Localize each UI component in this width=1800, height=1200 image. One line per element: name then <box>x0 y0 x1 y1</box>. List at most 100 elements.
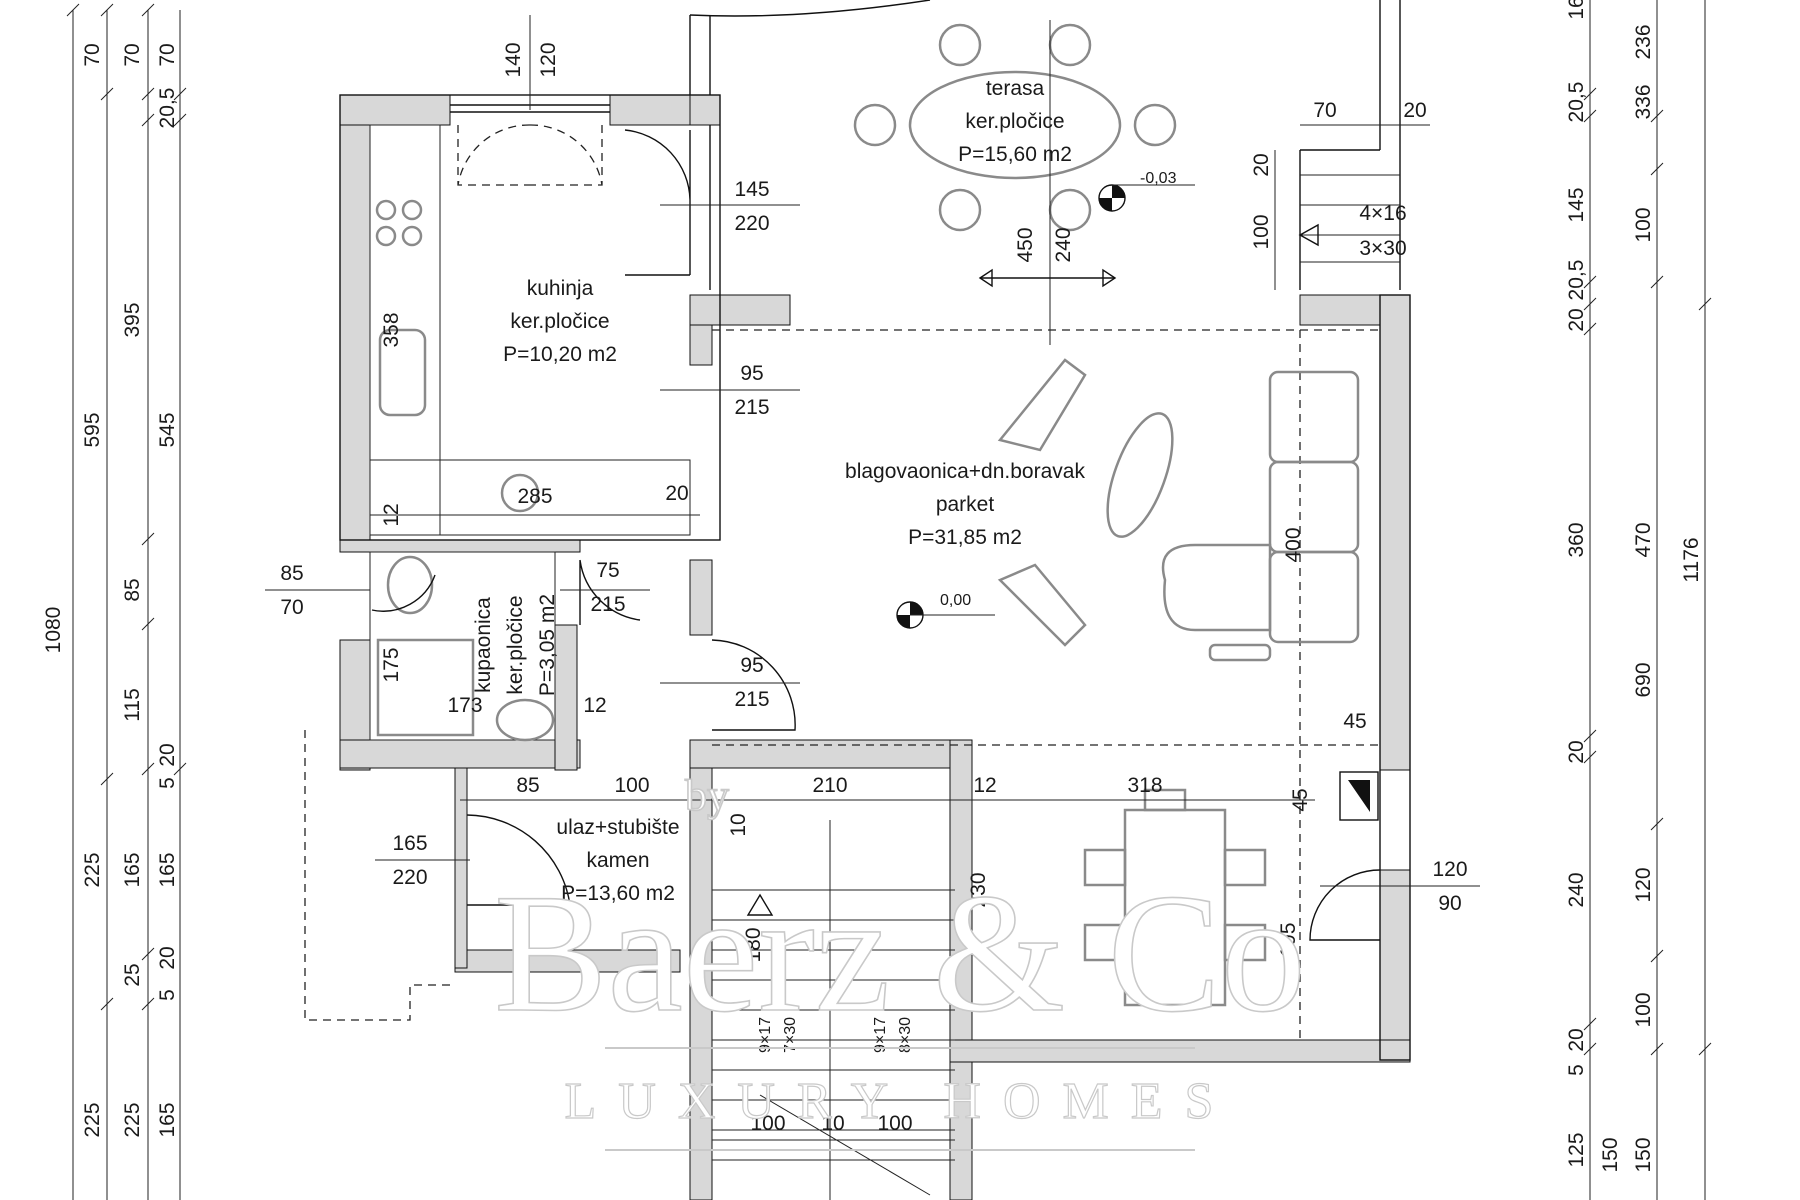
kitchen-floor: ker.pločice <box>510 310 609 333</box>
dim-label: 100 <box>614 774 649 797</box>
dim-label: 140 <box>502 42 525 77</box>
left-dimension-lines <box>66 3 187 1200</box>
bathroom-floor: ker.pločice <box>504 595 527 694</box>
dim-label: 195 <box>1277 922 1300 957</box>
dim-label: 173 <box>447 694 482 717</box>
dim-label: 145 <box>1565 187 1588 222</box>
dim-label: 150 <box>1599 1137 1622 1172</box>
living-dining: blagovaonica+dn.boravak parket P=31,85 m… <box>660 329 1480 1040</box>
dim-label: 450 <box>1014 227 1037 262</box>
dim-label: 145 <box>734 178 769 201</box>
stairs-left-count: 9×17 <box>757 1017 774 1053</box>
dim-label: 210 <box>812 774 847 797</box>
entry-area: P=13,60 m2 <box>561 882 675 905</box>
dim-label: 20 <box>1565 740 1588 763</box>
left-dimension-labels: 70 70 70 20,5 395 595 545 1080 85 115 20… <box>42 43 179 1137</box>
dim-label: 20,5 <box>1565 260 1588 301</box>
bathroom-name: kupaonica <box>472 597 495 693</box>
dim-label: 5 <box>156 777 179 789</box>
living-level: 0,00 <box>940 592 971 609</box>
dim-label: 400 <box>1282 527 1305 562</box>
dim-label: 25 <box>121 963 144 986</box>
kitchen-area: P=10,20 m2 <box>503 343 617 366</box>
watermark-main: Baerz & Co <box>494 859 1306 1047</box>
dim-label: 70 <box>121 43 144 66</box>
dim-label: 225 <box>121 1102 144 1137</box>
dim-label: 395 <box>121 302 144 337</box>
dim-label: 95 <box>740 654 763 677</box>
right-dimension-lines <box>1583 0 1712 1200</box>
bathroom-area: P=3,05 m2 <box>536 594 559 696</box>
dim-label: 70 <box>280 596 303 619</box>
dim-label: 360 <box>1565 522 1588 557</box>
dim-label: 120 <box>1632 867 1655 902</box>
terrace-stairs-run: 3×30 <box>1359 237 1406 260</box>
dim-label: 20 <box>1565 308 1588 331</box>
dim-label: 115 <box>121 688 144 721</box>
stairs-right-run: 8×30 <box>897 1017 914 1053</box>
living-area: P=31,85 m2 <box>908 526 1022 549</box>
living-floor: parket <box>936 493 995 516</box>
dim-label: 100 <box>750 1112 785 1135</box>
stairs-left-run: 7×30 <box>782 1017 799 1053</box>
kitchen: 140 120 145 220 kuhinja ker.pločice P=10… <box>369 15 800 536</box>
dim-label: 1080 <box>42 607 65 654</box>
dim-label: 240 <box>1052 227 1075 262</box>
dim-label: 100 <box>1250 214 1273 249</box>
walls <box>339 94 1411 1200</box>
terrace-area: P=15,60 m2 <box>958 143 1072 166</box>
dim-label: 20,5 <box>156 88 179 129</box>
dim-label: 318 <box>1127 774 1162 797</box>
dim-label: 220 <box>734 212 769 235</box>
dim-label: 240 <box>1565 872 1588 907</box>
terrace: terasa ker.pločice P=15,60 m2 -0,03 70 2… <box>689 0 1430 345</box>
dim-label: 1176 <box>1680 537 1703 582</box>
dim-label: 595 <box>81 412 104 447</box>
dim-label: 70 <box>81 43 104 66</box>
dim-label: 16 <box>1565 0 1588 20</box>
dim-label: 165 <box>121 852 144 887</box>
dim-label: 165 <box>156 1102 179 1137</box>
dim-label: 75 <box>596 559 619 582</box>
dim-label: 5 <box>1565 1064 1588 1076</box>
dim-label: 10 <box>821 1112 844 1135</box>
dim-label: 70 <box>1313 99 1336 122</box>
dim-label: 20 <box>665 482 688 505</box>
terrace-level: -0,03 <box>1140 170 1177 187</box>
dim-label: 20 <box>1403 99 1426 122</box>
dim-label: 70 <box>156 43 179 66</box>
dim-label: 12 <box>583 694 606 717</box>
stairs-right-count: 9×17 <box>872 1017 889 1053</box>
dim-label: 545 <box>156 412 179 447</box>
dim-label: 5 <box>156 989 179 1001</box>
dim-label: 285 <box>517 485 552 508</box>
dim-label: 95 <box>740 362 763 385</box>
dim-label: 45 <box>1343 710 1366 733</box>
dim-label: 20,5 <box>1565 82 1588 123</box>
dim-label: 85 <box>121 578 144 601</box>
dim-label: 120 <box>537 42 560 77</box>
dim-label: 85 <box>516 774 539 797</box>
dim-label: 225 <box>81 852 104 887</box>
dim-label: 358 <box>380 312 403 347</box>
dim-label: 100 <box>1632 992 1655 1027</box>
terrace-floor: ker.pločice <box>965 110 1064 133</box>
dim-label: 470 <box>1632 522 1655 557</box>
entry-stairs: ulaz+stubište kamen P=13,60 m2 165 220 8… <box>304 730 975 1200</box>
right-dimension-labels: 16 236 20,5 336 145 100 20,5 20 360 470 … <box>1565 0 1703 1173</box>
terrace-stairs-label: 4×16 <box>1359 202 1406 225</box>
dim-label: 120 <box>1432 858 1467 881</box>
dim-label: 215 <box>734 688 769 711</box>
dim-label: 20 <box>1565 1028 1588 1051</box>
dim-label: 690 <box>1632 662 1655 697</box>
bathroom: 85 70 75 215 kupaonica ker.pločice P=3,0… <box>265 551 650 742</box>
dim-label: 20 <box>156 743 179 766</box>
dim-label: 150 <box>1632 1137 1655 1172</box>
watermark-by: by <box>685 771 729 820</box>
dim-label: 85 <box>280 562 303 585</box>
entry-floor: kamen <box>586 849 649 872</box>
dim-label: 236 <box>1632 24 1655 59</box>
living-name: blagovaonica+dn.boravak <box>845 460 1085 483</box>
dim-label: 175 <box>380 647 403 682</box>
